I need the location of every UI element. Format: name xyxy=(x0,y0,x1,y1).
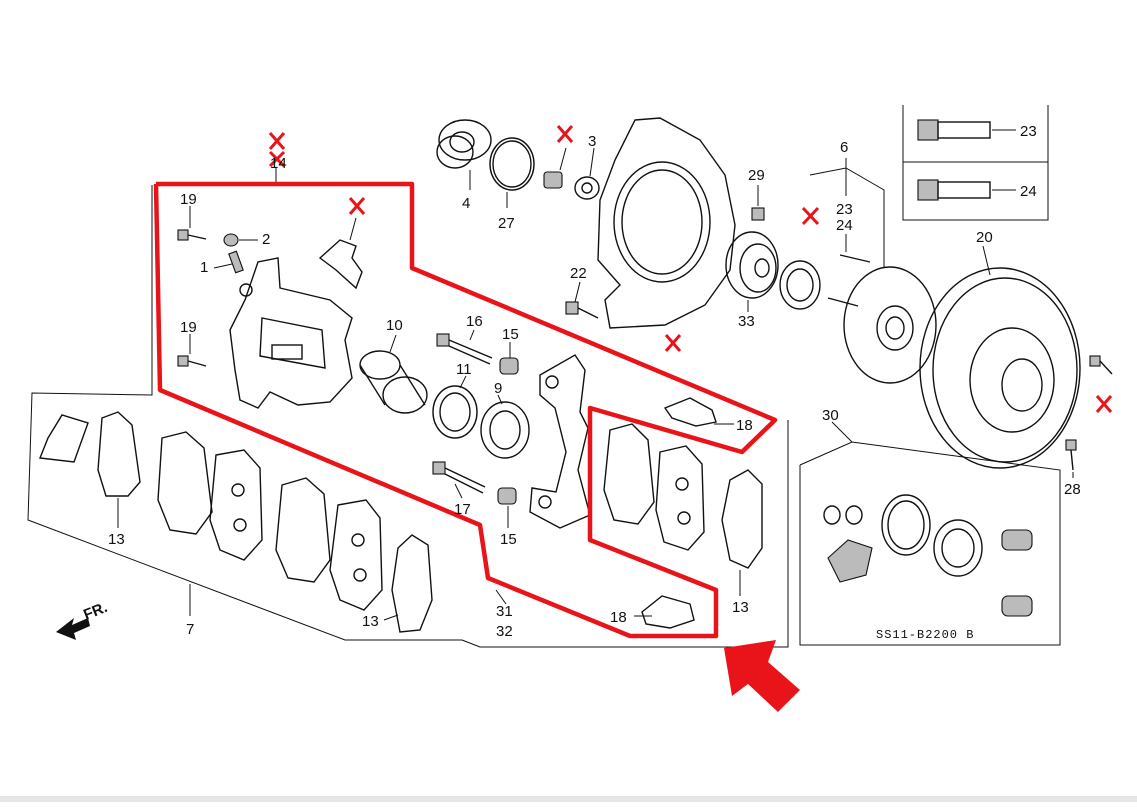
pin-17-part xyxy=(432,461,486,494)
front-label: FR. xyxy=(81,599,110,624)
label-9: 9 xyxy=(494,380,502,397)
label-32: 32 xyxy=(496,623,513,640)
pad-set-left xyxy=(157,431,433,633)
boot-15-lower xyxy=(497,487,517,505)
label-20: 20 xyxy=(976,229,993,246)
screw-28-part xyxy=(1065,439,1077,471)
piston-10-part xyxy=(359,350,428,414)
screw-5-part xyxy=(1089,355,1113,375)
label-17: 17 xyxy=(454,501,471,518)
boot-9-part xyxy=(480,401,530,459)
label-22: 22 xyxy=(570,265,587,282)
label-6: 6 xyxy=(840,139,848,156)
nut-26-part xyxy=(543,171,563,189)
ring-27-part xyxy=(489,137,535,191)
pin-16-part xyxy=(436,333,493,365)
bleeder-1-part xyxy=(228,250,244,274)
label-28: 28 xyxy=(1064,481,1081,498)
label-13-left: 13 xyxy=(108,531,125,548)
kit-30-parts xyxy=(823,494,1033,617)
label-18-upper: 18 xyxy=(736,417,753,434)
label-23-box: 23 xyxy=(1020,123,1037,140)
splash-guard-part xyxy=(597,117,736,329)
diagram-code: SS11-B2200 B xyxy=(876,628,974,642)
dust-seal-4-part xyxy=(436,119,492,169)
clip-18-lower xyxy=(641,595,695,629)
label-14: 14 xyxy=(270,155,287,172)
x-mark-12 xyxy=(348,197,366,215)
x-mark-14 xyxy=(268,132,286,168)
bearing-33-part xyxy=(725,231,779,299)
x-mark-25 xyxy=(801,206,820,226)
bolt-19-lower xyxy=(177,355,207,367)
washer-3-part xyxy=(574,176,600,200)
label-30: 30 xyxy=(822,407,839,424)
section-outlines xyxy=(27,105,1061,648)
pad-set-highlighted xyxy=(603,423,763,569)
front-arrow-icon: FR. xyxy=(56,599,110,640)
clip-12-part xyxy=(318,239,363,290)
label-11: 11 xyxy=(456,361,472,378)
callout-labels: 14 19 2 1 13 19 10 16 15 11 9 17 15 4 27… xyxy=(108,123,1081,640)
label-3: 3 xyxy=(588,133,596,150)
cap-2-part xyxy=(223,233,239,247)
label-1: 1 xyxy=(200,259,208,276)
bottom-edge xyxy=(0,796,1137,802)
pad-shim-icon xyxy=(39,411,141,497)
label-29: 29 xyxy=(748,167,765,184)
stud-23-part xyxy=(917,119,991,141)
highlight-arrow-icon xyxy=(724,640,800,712)
label-13-mid: 13 xyxy=(362,613,379,630)
rotor-part xyxy=(919,267,1081,469)
label-31: 31 xyxy=(496,603,513,620)
label-24-hub: 24 xyxy=(836,217,853,234)
bracket-part xyxy=(529,354,591,529)
highlight-caliper-kit xyxy=(153,181,778,639)
clip-18-upper xyxy=(663,397,717,427)
x-mark-5 xyxy=(1095,395,1113,413)
label-18-lower: 18 xyxy=(610,609,627,626)
label-2: 2 xyxy=(262,231,270,248)
label-16: 16 xyxy=(466,313,483,330)
caliper-body-part xyxy=(229,257,353,409)
label-10: 10 xyxy=(386,317,403,334)
label-27: 27 xyxy=(498,215,515,232)
label-19-lower: 19 xyxy=(180,319,197,336)
x-mark-splash xyxy=(664,334,682,352)
label-15-upper: 15 xyxy=(502,326,519,343)
seal-25-part xyxy=(779,260,821,310)
label-33: 33 xyxy=(738,313,755,330)
stud-24-part xyxy=(917,179,991,201)
label-19-upper: 19 xyxy=(180,191,197,208)
boot-15-upper xyxy=(499,357,519,375)
seal-11-part xyxy=(432,385,478,439)
bolt-19-upper xyxy=(177,229,207,241)
label-23-hub: 23 xyxy=(836,201,853,218)
bolt-29-part xyxy=(751,207,765,221)
label-24-box: 24 xyxy=(1020,183,1037,200)
hub-part xyxy=(827,254,937,384)
leader-lines xyxy=(117,129,1074,621)
label-4: 4 xyxy=(462,195,470,212)
red-x-marks xyxy=(268,125,1113,413)
label-7: 7 xyxy=(186,621,194,638)
bolt-22-part xyxy=(565,301,599,319)
label-15-lower: 15 xyxy=(500,531,517,548)
label-13-right: 13 xyxy=(732,599,749,616)
x-mark-26 xyxy=(556,125,574,143)
